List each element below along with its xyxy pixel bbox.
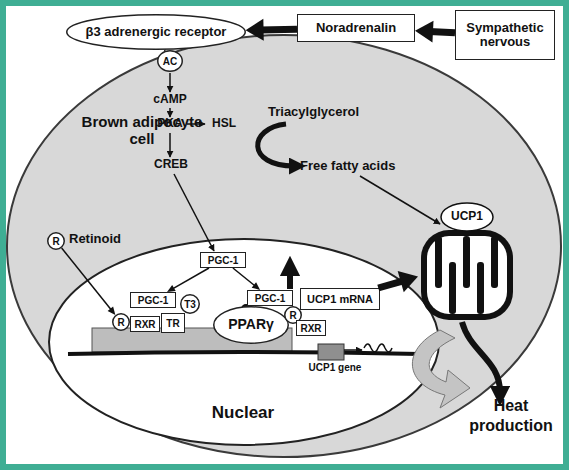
outline-shape [113, 314, 130, 331]
node-text: UCP1 mRNA [301, 289, 379, 309]
dna-strand [68, 352, 420, 354]
label-text: Heat production [463, 396, 559, 436]
node-text: Brown adipocyte cell [80, 114, 204, 147]
connector-line [429, 31, 455, 32]
enzyme-circle: AC [157, 50, 183, 72]
receptor-box: RXR [130, 316, 160, 332]
inner-space [427, 236, 507, 314]
label-text: HSL [206, 116, 242, 131]
label-text: PKA [148, 116, 192, 131]
coactivator-dot [241, 304, 251, 314]
label-text: Triacylglycerol [268, 104, 384, 120]
arrow-head [108, 307, 116, 315]
label-text: Free fatty acids [300, 158, 430, 174]
node-text: R [112, 313, 130, 331]
connector [233, 268, 260, 290]
cascade-arrow [169, 73, 171, 92]
connector [378, 271, 418, 292]
cascade-arrow [169, 108, 171, 117]
coactivator-box: PGC-1 [130, 292, 176, 308]
receptor-box: RXR [296, 320, 326, 336]
heat-swirl [412, 330, 470, 408]
outline-shape [48, 233, 65, 250]
arrow-head [415, 21, 433, 43]
crista [491, 236, 498, 288]
outline-shape [67, 15, 246, 50]
cascade-arrow [187, 123, 205, 125]
node-text: UCP1 [441, 210, 493, 223]
hormone-circle: T3 [180, 294, 200, 314]
mitochondrion: UCP1 [418, 200, 516, 325]
connector-line [164, 49, 166, 51]
node-text: PGC-1 [248, 291, 292, 305]
coactivator-box: PGC-1 [200, 252, 246, 268]
node-text: PGC-1 [201, 253, 245, 267]
outline-shape [49, 239, 439, 445]
cascade-arrow [169, 133, 171, 157]
node-text: PGC-1 [131, 293, 175, 307]
node-text: RXR [297, 321, 325, 335]
cell-ellipse: Brown adipocyte cellRRetinoidNuclearPGC-… [6, 34, 562, 458]
connector-line [378, 281, 404, 288]
outline-shape [158, 51, 183, 72]
node-text: R [47, 232, 65, 250]
promoter-region [92, 328, 292, 352]
label-text: UCP1 gene [300, 362, 370, 375]
coactivator-box: PGC-1 [247, 290, 293, 306]
receptor-ellipse: β3 adrenergic receptor [66, 14, 246, 50]
channel-oval [441, 203, 493, 231]
node-text: Noradrenalin [298, 15, 414, 41]
node-text: Nuclear [188, 404, 298, 423]
node-text: RXR [131, 317, 159, 331]
outline-shape [214, 307, 289, 344]
node-text: Sympathetic nervous [456, 11, 554, 59]
connector-line [173, 268, 209, 289]
crista [477, 262, 484, 314]
mrna-squiggle [364, 344, 392, 352]
receptor-box: TR [161, 313, 185, 333]
arrow-head [167, 285, 176, 292]
ligand-circle: R [112, 313, 130, 331]
node-text: PPARγ [213, 306, 289, 344]
upregulation-arrow [287, 270, 293, 289]
crista [463, 236, 470, 288]
cascade-arrow [174, 174, 214, 251]
connector-line [62, 248, 112, 310]
outline-shape [7, 35, 561, 457]
heat-arrow [462, 322, 500, 392]
connector [167, 268, 209, 292]
nerve-box: Sympathetic nervous [455, 10, 555, 60]
connector [164, 49, 165, 51]
arrow-head [246, 19, 264, 41]
transcription-arrow [344, 349, 362, 351]
connector [62, 248, 116, 315]
fatty-acid-arrow [360, 176, 440, 224]
lipolysis-arrow [258, 124, 294, 166]
node-text: AC [157, 50, 183, 72]
connector-line [260, 26, 297, 34]
label-text: cAMP [148, 92, 192, 107]
node-text: Retinoid [69, 232, 139, 246]
connector [415, 21, 455, 43]
arrow-head [252, 282, 260, 290]
retinoid-circle: RRetinoid [47, 232, 65, 250]
crista [435, 236, 442, 288]
gene-box [318, 344, 344, 360]
outer-membrane [421, 230, 513, 320]
node-text: T3 [180, 294, 200, 314]
arrow-head [398, 271, 418, 292]
nucleus-ellipse: NuclearPGC-1PGC-1T3PGC-1UCP1 mRNARRXRTRP… [48, 238, 440, 446]
receptor-ellipse: PPARγ [213, 306, 289, 344]
node-text: TR [162, 314, 184, 332]
connector [246, 19, 297, 41]
mrna-box: UCP1 mRNA [300, 288, 380, 310]
label-text: CREB [146, 157, 196, 172]
hormone-box: Noradrenalin [297, 14, 415, 42]
outline-shape [181, 295, 200, 314]
connector-line [233, 268, 255, 286]
crista [449, 262, 456, 314]
node-text: β3 adrenergic receptor [66, 14, 246, 50]
